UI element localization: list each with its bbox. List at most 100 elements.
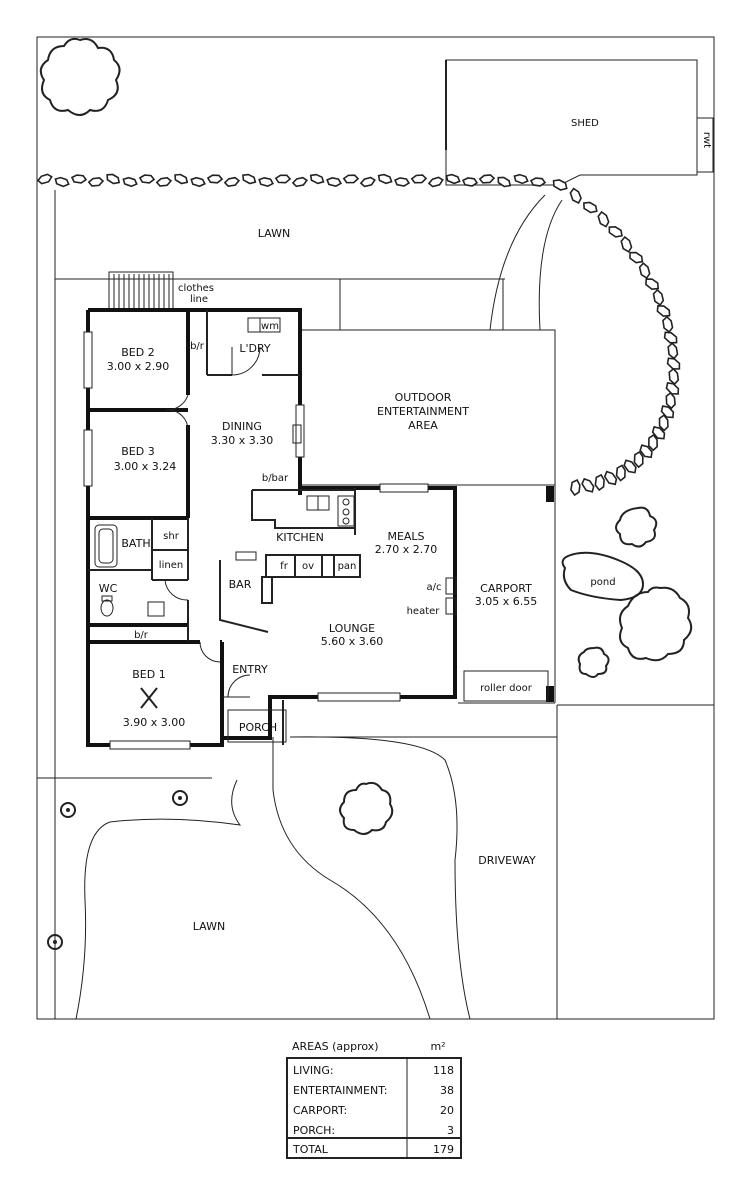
outdoor-label-3: AREA — [408, 419, 438, 432]
rock — [569, 187, 582, 205]
rock — [377, 173, 393, 185]
bed1-robe-label: b/r — [134, 630, 149, 641]
kitchen-label: KITCHEN — [276, 531, 324, 544]
carport-label: CARPORT — [480, 582, 532, 595]
areas-row-value: 118 — [433, 1064, 454, 1077]
areas-total-value: 179 — [433, 1143, 454, 1156]
rock — [427, 176, 444, 188]
rock — [648, 433, 658, 452]
rock — [478, 174, 496, 184]
rock — [70, 174, 88, 184]
meals-size: 2.70 x 2.70 — [375, 543, 438, 556]
rock — [445, 173, 461, 185]
tree-top-left — [39, 37, 121, 116]
bbar-label: b/bar — [262, 473, 289, 484]
rock — [603, 470, 618, 486]
rock — [667, 342, 679, 360]
entry-label: ENTRY — [232, 663, 268, 676]
areas-total-label: TOTAL — [292, 1143, 329, 1156]
bed2-label: BED 2 — [121, 346, 154, 359]
rock — [190, 176, 206, 188]
tree-front-yard — [339, 781, 394, 835]
rock — [106, 173, 121, 185]
bed2-size: 3.00 x 2.90 — [107, 360, 170, 373]
shed: SHED rwt — [445, 59, 714, 186]
rock — [242, 173, 257, 185]
rock — [138, 174, 156, 184]
rock — [36, 173, 53, 185]
outdoor-label-2: ENTERTAINMENT — [377, 405, 469, 418]
driveway-label: DRIVEWAY — [478, 854, 536, 867]
rock — [608, 226, 623, 238]
shower-label: shr — [163, 531, 180, 542]
rock — [658, 414, 669, 432]
rock — [54, 176, 70, 188]
pond-label: pond — [590, 577, 615, 588]
rainwater-tank — [696, 117, 714, 173]
pantry-label: pan — [338, 561, 357, 572]
rock — [274, 174, 292, 184]
shrub-garden-right — [577, 506, 658, 678]
rock — [326, 177, 343, 187]
rock — [513, 173, 529, 185]
wc-label: WC — [99, 582, 118, 595]
aircon-label: a/c — [427, 582, 442, 593]
rock — [656, 304, 671, 317]
bar-label: BAR — [229, 578, 252, 591]
areas-table: AREAS (approx) m² LIVING:118ENTERTAINMEN… — [286, 1040, 462, 1159]
shed-label: SHED — [571, 118, 599, 129]
rock — [662, 315, 674, 334]
rock — [206, 174, 224, 184]
rock — [155, 176, 173, 187]
porch-label: PORCH — [239, 721, 277, 734]
rock — [497, 176, 512, 188]
rock — [291, 176, 308, 188]
rock — [620, 235, 633, 253]
rock — [223, 176, 241, 188]
ceiling-fan-icon — [140, 687, 158, 709]
rock — [652, 288, 665, 307]
rwt-label: rwt — [701, 132, 712, 148]
porch: PORCH — [227, 700, 287, 745]
lawn-front-label: LAWN — [193, 920, 225, 933]
rock — [570, 478, 581, 497]
lounge-label: LOUNGE — [329, 622, 375, 635]
rock — [529, 177, 547, 187]
rock — [258, 176, 274, 188]
rock — [122, 176, 138, 188]
areas-row-value: 38 — [440, 1084, 454, 1097]
rock — [342, 174, 360, 184]
areas-row-label: PORCH: — [293, 1124, 335, 1137]
pond: pond — [561, 551, 645, 602]
wet-area-fittings — [94, 317, 261, 617]
carport: CARPORT 3.05 x 6.55 roller door — [458, 484, 556, 704]
rock — [461, 177, 479, 187]
areas-row-value: 20 — [440, 1104, 454, 1117]
doors — [164, 346, 302, 698]
areas-row-label: CARPORT: — [293, 1104, 347, 1117]
linen-label: linen — [159, 560, 183, 571]
fridge-label: fr — [280, 561, 289, 572]
areas-unit: m² — [430, 1040, 445, 1053]
rock — [645, 278, 660, 291]
rock — [597, 210, 610, 228]
rock — [410, 174, 428, 184]
rock — [174, 173, 189, 185]
bed1-label: BED 1 — [132, 668, 165, 681]
rock — [666, 357, 681, 370]
laundry-label: L'DRY — [239, 342, 271, 355]
clothes-line: clothes line — [108, 271, 214, 311]
site-lines — [36, 36, 715, 1020]
rock — [638, 262, 651, 280]
oven-label: ov — [302, 561, 314, 572]
rock — [87, 177, 105, 187]
property-boundary — [36, 36, 715, 1020]
flowers-front — [47, 790, 188, 950]
bed3-size: 3.00 x 3.24 — [114, 460, 177, 473]
clothes-label-1: clothes — [178, 283, 214, 294]
bed3-label: BED 3 — [121, 445, 154, 458]
bath-label: BATH — [121, 537, 150, 550]
rock-edging-curve — [552, 179, 681, 497]
rock — [552, 179, 568, 191]
